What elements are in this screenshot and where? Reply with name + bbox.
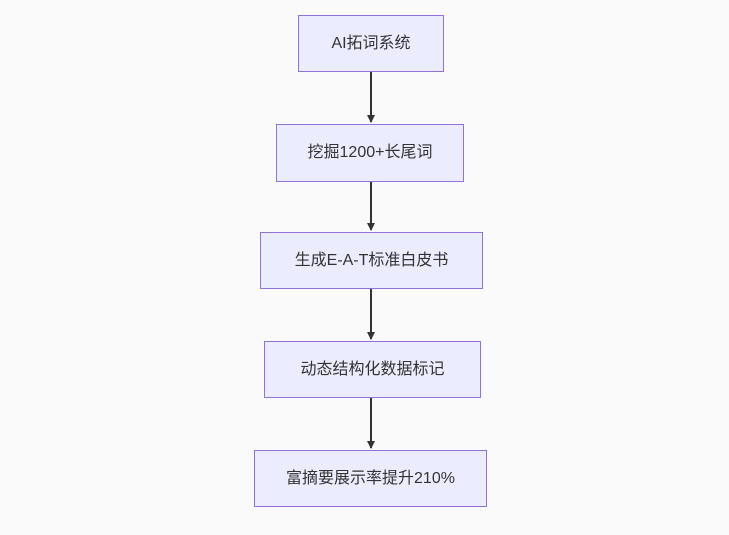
flowchart-node-rich-snippet-rate-increase: 富摘要展示率提升210% <box>254 450 487 507</box>
node-label: 动态结构化数据标记 <box>300 360 445 378</box>
flowchart-node-mine-longtail-keywords: 挖掘1200+长尾词 <box>276 124 464 182</box>
node-label: 富摘要展示率提升210% <box>286 469 455 487</box>
flowchart-node-ai-word-expansion-system: AI拓词系统 <box>298 15 444 72</box>
node-label: 生成E-A-T标准白皮书 <box>294 251 449 269</box>
flowchart-node-generate-eat-whitepaper: 生成E-A-T标准白皮书 <box>260 232 483 289</box>
flowchart-node-dynamic-structured-data-markup: 动态结构化数据标记 <box>264 341 481 398</box>
node-label: AI拓词系统 <box>331 34 411 52</box>
node-label: 挖掘1200+长尾词 <box>307 144 433 162</box>
